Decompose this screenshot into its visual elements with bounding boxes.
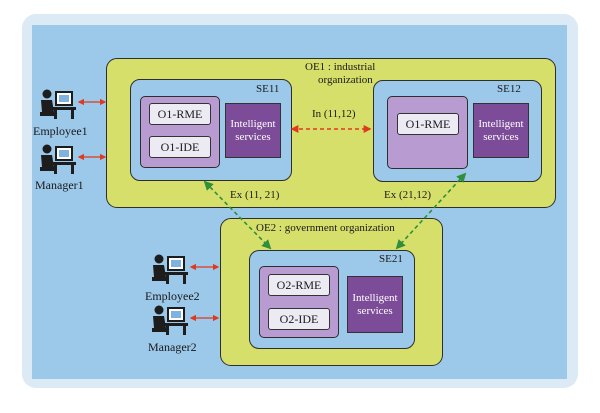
workstation-user-icon <box>40 89 76 119</box>
se11-intelligent-services: Intelligent services <box>225 103 281 158</box>
se21-o2-ide: O2-IDE <box>268 308 330 330</box>
workstation-user-icon <box>152 254 188 284</box>
se21-service-line1: Intelligent <box>352 291 398 304</box>
internal-link-label: In (11,12) <box>312 108 356 120</box>
se11-label: SE11 <box>256 83 280 95</box>
oe1-title-line1: OE1 : industrial <box>305 61 376 73</box>
se11-service-line2: services <box>235 130 271 143</box>
workstation-user-icon <box>40 144 76 174</box>
se12-service-line1: Intelligent <box>478 117 524 130</box>
se11-service-line1: Intelligent <box>230 117 276 130</box>
se11-o1-rme: O1-RME <box>149 103 211 125</box>
se12-label: SE12 <box>497 83 521 95</box>
external-link-left-arrow <box>203 180 272 250</box>
se12-o1-rme: O1-RME <box>397 113 459 135</box>
se21-label: SE21 <box>379 253 403 265</box>
se11-o1-ide: O1-IDE <box>149 136 211 158</box>
workstation-user-icon <box>152 305 188 335</box>
actor-manager2: Manager2 <box>148 340 197 354</box>
se21-intelligent-services: Intelligent services <box>347 276 403 333</box>
se12-service-line2: services <box>483 130 519 143</box>
se21-o2-rme: O2-RME <box>268 274 330 296</box>
se12-intelligent-services: Intelligent services <box>473 103 529 158</box>
oe1-title-line2: organization <box>318 74 373 86</box>
external-link-right-arrow <box>395 172 467 250</box>
se21-service-line2: services <box>357 304 393 317</box>
actor-manager1: Manager1 <box>35 178 84 192</box>
actor-employee1: Employee1 <box>33 124 88 138</box>
actor-employee2: Employee2 <box>145 289 200 303</box>
oe2-title: OE2 : government organization <box>256 222 395 234</box>
